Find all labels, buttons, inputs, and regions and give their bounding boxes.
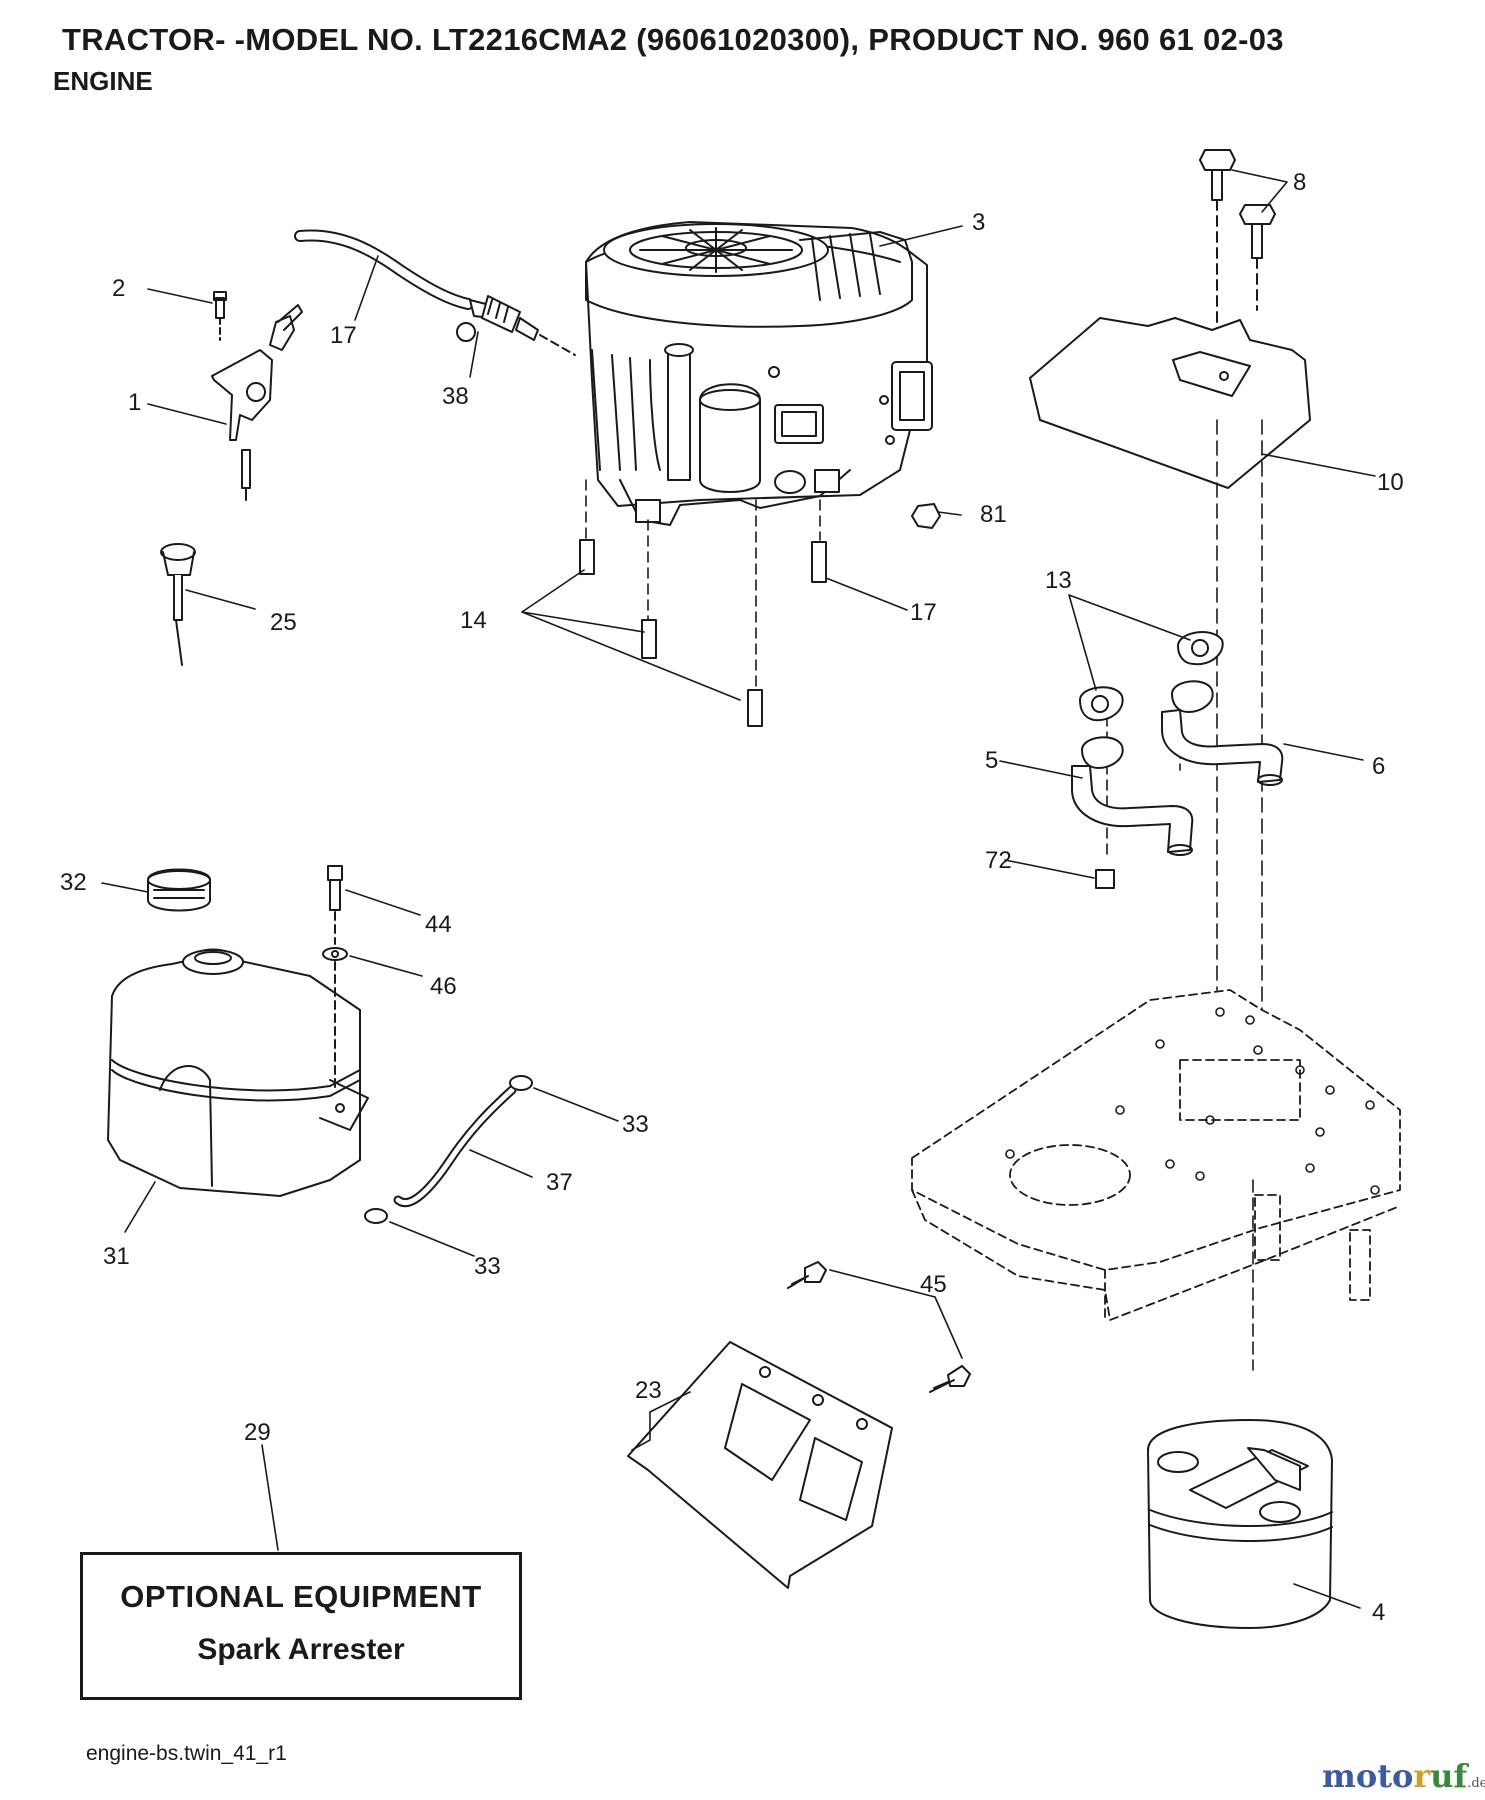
screw-72-drawing: [1095, 869, 1115, 889]
callout-14: 17: [330, 322, 357, 349]
callout-2: 2: [112, 275, 125, 302]
primer-25-drawing: [160, 543, 196, 666]
callout-46: 46: [430, 973, 457, 1000]
frame-drawing: [911, 989, 1401, 1321]
callout-6: 6: [1372, 753, 1385, 780]
bolts-8-drawing: [1199, 149, 1276, 361]
callout-4: 4: [1372, 1599, 1385, 1626]
optional-equipment-heading: OPTIONAL EQUIPMENT: [120, 1579, 482, 1614]
watermark-logo: motoruf.de: [1322, 1757, 1485, 1795]
callout-33-bottom: 33: [474, 1253, 501, 1280]
fuel-tank-drawing: [107, 868, 369, 1197]
callout-44: 44: [425, 911, 452, 938]
callout-29: 29: [244, 1419, 271, 1446]
muffler-drawing: [1147, 1419, 1333, 1629]
callout-17-right: 17: [910, 599, 937, 626]
engine-drawing: [585, 221, 933, 713]
callout-8: 8: [1293, 169, 1306, 196]
heat-shield-drawing: [1029, 317, 1311, 489]
callout-13: 13: [1045, 567, 1072, 594]
screws-17-drawing: [579, 539, 827, 727]
optional-equipment-box: OPTIONAL EQUIPMENT Spark Arrester: [80, 1552, 522, 1700]
callout-5: 5: [985, 747, 998, 774]
callout-72: 72: [985, 847, 1012, 874]
callout-10: 10: [1377, 469, 1404, 496]
callout-45: 45: [920, 1271, 947, 1298]
nut-81-drawing: [911, 503, 941, 529]
leader-lines: [101, 169, 1376, 1609]
callout-33-top: 33: [622, 1111, 649, 1138]
fuel-hose-37-drawing: [364, 1075, 533, 1224]
callout-81: 81: [980, 501, 1007, 528]
diagram-title: TRACTOR- -MODEL NO. LT2216CMA2 (96061020…: [62, 22, 1284, 57]
callout-3: 3: [972, 209, 985, 236]
callout-23: 23: [635, 1377, 662, 1404]
callout-37: 37: [546, 1169, 573, 1196]
callout-25: 25: [270, 609, 297, 636]
callout-38: 38: [442, 383, 469, 410]
frame-holes: [1005, 1007, 1380, 1195]
bracket-23-drawing: [627, 1261, 971, 1589]
callout-17-left: 14: [460, 607, 487, 634]
exhaust-pipes-drawing: [1071, 680, 1284, 856]
throttle-control-drawing: [211, 291, 303, 501]
optional-equipment-item: Spark Arrester: [197, 1633, 405, 1666]
fuel-line-drawing: [294, 229, 576, 356]
file-reference: engine-bs.twin_41_r1: [86, 1742, 287, 1765]
callout-1: 1: [128, 389, 141, 416]
callout-labels: 2 1 17 38 3 8 10 81 14 17 25 13 5 6 72 3…: [60, 169, 1404, 1626]
callout-32: 32: [60, 869, 87, 896]
callout-31: 31: [103, 1243, 130, 1270]
screw-washer-drawing: [322, 865, 348, 1091]
section-title: ENGINE: [53, 66, 153, 96]
